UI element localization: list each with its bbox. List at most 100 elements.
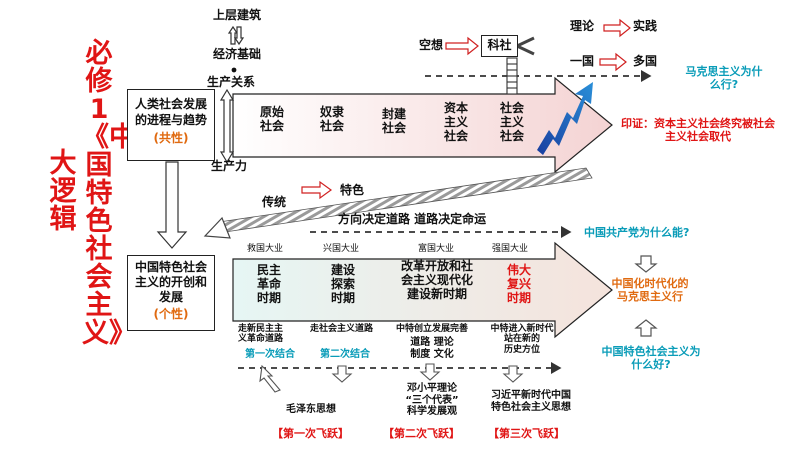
xi-thought: 习近平新时代中国 特色社会主义思想 bbox=[476, 390, 586, 413]
proof-statement: 印证：资本主义社会终究被社会 主义社会取代 bbox=[608, 117, 788, 143]
proof-l1: 印证：资本主义社会终究被社会 bbox=[621, 117, 775, 130]
stage-socialist: 社会 主义 社会 bbox=[490, 101, 534, 143]
human-society-box: 人类社会发展 的进程与趋势 (共性) bbox=[127, 89, 215, 161]
road-new-era: 中特进入新时代 站在新的 历史方位 bbox=[480, 324, 564, 355]
period-reform-l1: 改革开放和社 bbox=[400, 259, 473, 273]
box2-line1: 中国特色社会 bbox=[134, 260, 207, 274]
tradition-label: 传统 bbox=[262, 195, 287, 209]
four-confidences: 道路 理论 制度 文化 bbox=[402, 337, 462, 360]
stage-feudal-l1: 封建 bbox=[381, 107, 406, 121]
period-revolution-l2: 革命 bbox=[256, 276, 281, 291]
period-reform-l2: 会主义现代化 bbox=[400, 272, 473, 287]
period-reform: 改革开放和社 会主义现代化 建设新时期 bbox=[392, 259, 482, 301]
stage-primitive-l1: 原始 bbox=[259, 105, 284, 119]
period-revolution: 民主 革命 时期 bbox=[244, 263, 294, 305]
box1-tag: (共性) bbox=[153, 131, 189, 145]
period-revolution-l3: 时期 bbox=[256, 290, 281, 305]
mao-thought: 毛泽东思想 bbox=[286, 404, 336, 415]
tradition-to-characteristic-arrow bbox=[301, 180, 333, 200]
period-rejuvenation-l2: 复兴 bbox=[506, 276, 531, 291]
theory-label: 理论 bbox=[570, 19, 595, 33]
diagonal-transition-arrow bbox=[203, 167, 593, 239]
road-chinese-characteristics: 中特创立发展完善 bbox=[396, 324, 469, 334]
stage-socialist-l2: 主义 bbox=[499, 114, 524, 129]
relations-of-production-label: 生产关系 bbox=[207, 75, 256, 89]
period-revolution-l1: 民主 bbox=[256, 263, 281, 277]
period-construction-l2: 探索 bbox=[330, 276, 355, 291]
road-new-era-l3: 历史方位 bbox=[503, 344, 540, 355]
road-new-era-l2: 站在新的 bbox=[503, 334, 540, 345]
box2-line3: 发展 bbox=[158, 290, 183, 304]
top-process-arrow bbox=[232, 76, 613, 174]
road-socialist: 走社会主义道路 bbox=[310, 324, 374, 334]
stage-slavery-l1: 奴隶 bbox=[319, 105, 344, 119]
stage-slavery: 奴隶 社会 bbox=[310, 105, 354, 134]
many-countries-label: 多国 bbox=[633, 54, 658, 68]
stage-primitive: 原始 社会 bbox=[250, 105, 294, 134]
question-socialism-l2: 什么好? bbox=[631, 357, 671, 371]
stage-capitalist-l3: 社会 bbox=[443, 128, 468, 143]
period-construction-l1: 建设 bbox=[330, 263, 355, 277]
first-combination: 第一次结合 bbox=[245, 349, 295, 360]
one-to-many-arrow bbox=[599, 52, 627, 72]
superstructure-label: 上层建筑 bbox=[213, 8, 262, 22]
era-save-nation: 救国大业 bbox=[247, 244, 284, 254]
four-confidences-l1: 道路 理论 bbox=[410, 337, 454, 348]
second-combination: 第二次结合 bbox=[320, 349, 370, 360]
sinicized-l1: 中国化时代化的 bbox=[611, 277, 689, 290]
period-rejuvenation-l1: 伟大 bbox=[506, 263, 531, 277]
third-leap: 【第三次飞跃】 bbox=[488, 427, 565, 440]
stage-capitalist-l1: 资本 bbox=[443, 101, 468, 115]
question-marxism-l1: 马克思主义为什 bbox=[685, 65, 763, 78]
period-reform-l3: 建设新时期 bbox=[406, 286, 467, 301]
road-new-democratic: 走新民主主 义革命道路 bbox=[238, 324, 283, 345]
scientific-label: 科社 bbox=[487, 38, 512, 52]
sinicized-marxism: 中国化时代化的 马克思主义行 bbox=[595, 277, 705, 303]
deng-theory: 邓小平理论 bbox=[407, 383, 457, 394]
second-leap: 【第二次飞跃】 bbox=[383, 427, 460, 440]
deng-theory-group: 邓小平理论 “三个代表” 科学发展观 bbox=[392, 383, 472, 418]
scientific-outlook: 科学发展观 bbox=[407, 406, 457, 417]
china-socialism-box: 中国特色社会 主义的开创和 发展 (个性) bbox=[127, 255, 215, 331]
relations-forces-arrow bbox=[219, 88, 235, 164]
era-rise-nation: 兴国大业 bbox=[323, 244, 360, 254]
period-construction-l3: 时期 bbox=[330, 290, 355, 305]
rising-trend-arrow bbox=[537, 82, 593, 155]
question-cpc: 中国共产党为什么能? bbox=[584, 226, 690, 239]
xi-thought-l1: 习近平新时代中国 bbox=[491, 390, 571, 401]
box2-line2: 主义的开创和 bbox=[134, 275, 207, 289]
question-marxism-l2: 么行? bbox=[709, 77, 739, 91]
productive-forces-label: 生产力 bbox=[211, 159, 248, 173]
stage-socialist-l1: 社会 bbox=[499, 101, 524, 115]
stage-capitalist: 资本 主义 社会 bbox=[434, 101, 478, 143]
dot-separator bbox=[231, 67, 237, 73]
period-rejuvenation-l3: 时期 bbox=[506, 290, 531, 305]
xi-thought-l2: 特色社会主义思想 bbox=[491, 401, 571, 413]
road-new-democratic-l2: 义革命道路 bbox=[238, 334, 284, 345]
question-socialism: 中国特色社会主义为 什么好? bbox=[586, 345, 716, 371]
box1-line2: 的进程与趋势 bbox=[134, 113, 207, 127]
first-leap: 【第一次飞跃】 bbox=[272, 427, 349, 440]
question-socialism-l1: 中国特色社会主义为 bbox=[601, 345, 701, 358]
three-represents: “三个代表” bbox=[405, 394, 459, 406]
down-arrow-box1-box2 bbox=[156, 161, 188, 249]
proof-l2: 主义社会取代 bbox=[665, 129, 731, 143]
stage-feudal: 封建 社会 bbox=[372, 107, 416, 136]
sinicized-l2: 马克思主义行 bbox=[617, 289, 683, 303]
period-construction: 建设 探索 时期 bbox=[318, 263, 368, 305]
era-rich-nation: 富国大业 bbox=[418, 244, 455, 254]
stage-capitalist-l2: 主义 bbox=[443, 114, 468, 129]
bottom-down-arrows bbox=[259, 363, 524, 393]
coil-connector bbox=[506, 57, 518, 95]
stage-socialist-l3: 社会 bbox=[499, 128, 524, 143]
economic-base-label: 经济基础 bbox=[213, 47, 262, 61]
era-strong-nation: 强国大业 bbox=[492, 244, 529, 254]
period-rejuvenation: 伟大 复兴 时期 bbox=[494, 263, 544, 305]
stage-slavery-l2: 社会 bbox=[319, 118, 344, 133]
characteristic-label: 特色 bbox=[340, 183, 365, 197]
theory-to-practice-arrow bbox=[603, 18, 631, 38]
four-confidences-l2: 制度 文化 bbox=[410, 348, 454, 360]
vertical-title-sub: 大逻辑 bbox=[49, 148, 77, 235]
fork-arrow bbox=[516, 36, 535, 56]
